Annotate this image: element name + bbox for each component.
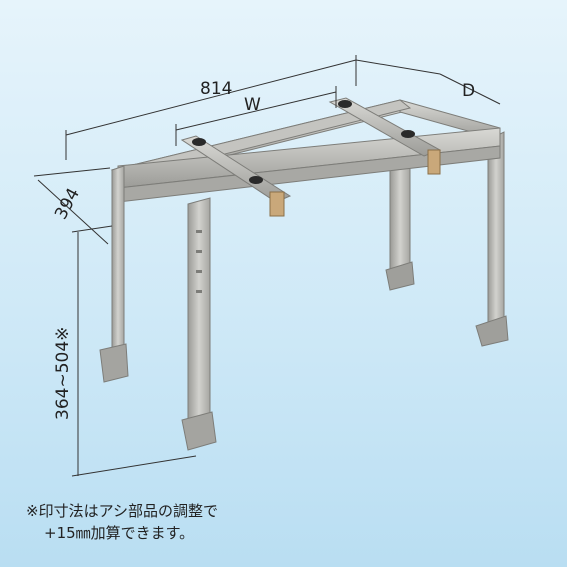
dim-variable-width: W	[244, 95, 261, 115]
dim-height-range: 364~504※	[53, 327, 73, 420]
back-right-leg	[475, 131, 509, 347]
note-line-2: +15㎜加算できます。	[44, 524, 195, 542]
mount-bolts	[192, 100, 415, 184]
adjustment-note: ※印寸法はアシ部品の調整で +15㎜加算できます。	[26, 500, 218, 544]
back-left-leg	[385, 159, 415, 291]
dim-overall-width: 814	[200, 79, 232, 99]
front-left-leg	[99, 165, 129, 383]
dim-variable-depth: D	[462, 81, 475, 101]
note-line-1: ※印寸法はアシ部品の調整で	[26, 502, 218, 520]
front-bracket-right	[427, 149, 441, 175]
dimension-lines	[33, 55, 501, 477]
front-bracket-left	[269, 191, 285, 217]
front-right-leg	[181, 197, 217, 451]
top-frame	[110, 97, 501, 203]
